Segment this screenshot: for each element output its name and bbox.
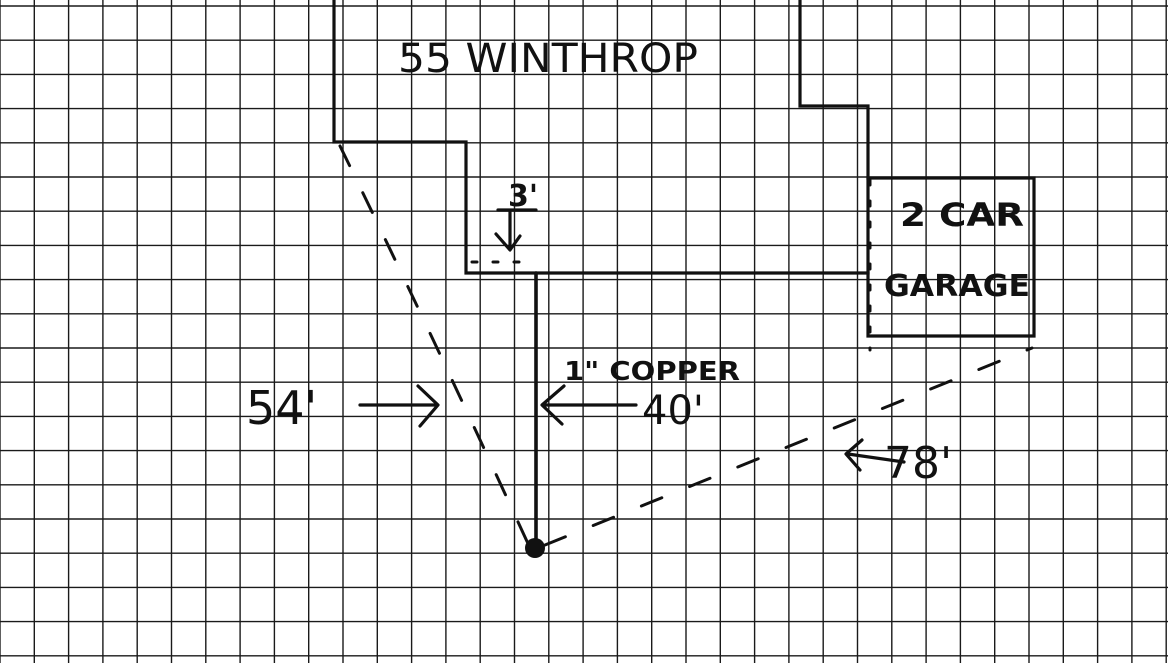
offset-depth-label: 3' bbox=[508, 179, 538, 214]
dimension-40-label: 40' bbox=[642, 388, 704, 434]
garage-label-line1: 2 CAR bbox=[900, 196, 1024, 234]
garage-label-line2: GARAGE bbox=[884, 269, 1030, 304]
house-right-wall bbox=[798, 0, 870, 180]
house-outline bbox=[332, 0, 870, 275]
arrow-78-dimension bbox=[844, 438, 906, 472]
pipe-endpoint-dot bbox=[525, 538, 545, 558]
offset-marker bbox=[494, 208, 538, 252]
pipe-material-label: 1" COPPER bbox=[564, 357, 740, 387]
dashed-line-to-garage-corner bbox=[543, 346, 1034, 547]
dimension-54-label: 54' bbox=[246, 381, 317, 435]
street-address-label: 55 WINTHROP bbox=[398, 36, 698, 82]
arrow-40-dimension bbox=[540, 384, 638, 426]
dashed-line-to-house-corner bbox=[338, 144, 532, 550]
dimension-78-label: 78' bbox=[884, 438, 952, 489]
garage-outline bbox=[866, 176, 1036, 338]
arrow-54-dimension bbox=[358, 384, 440, 428]
